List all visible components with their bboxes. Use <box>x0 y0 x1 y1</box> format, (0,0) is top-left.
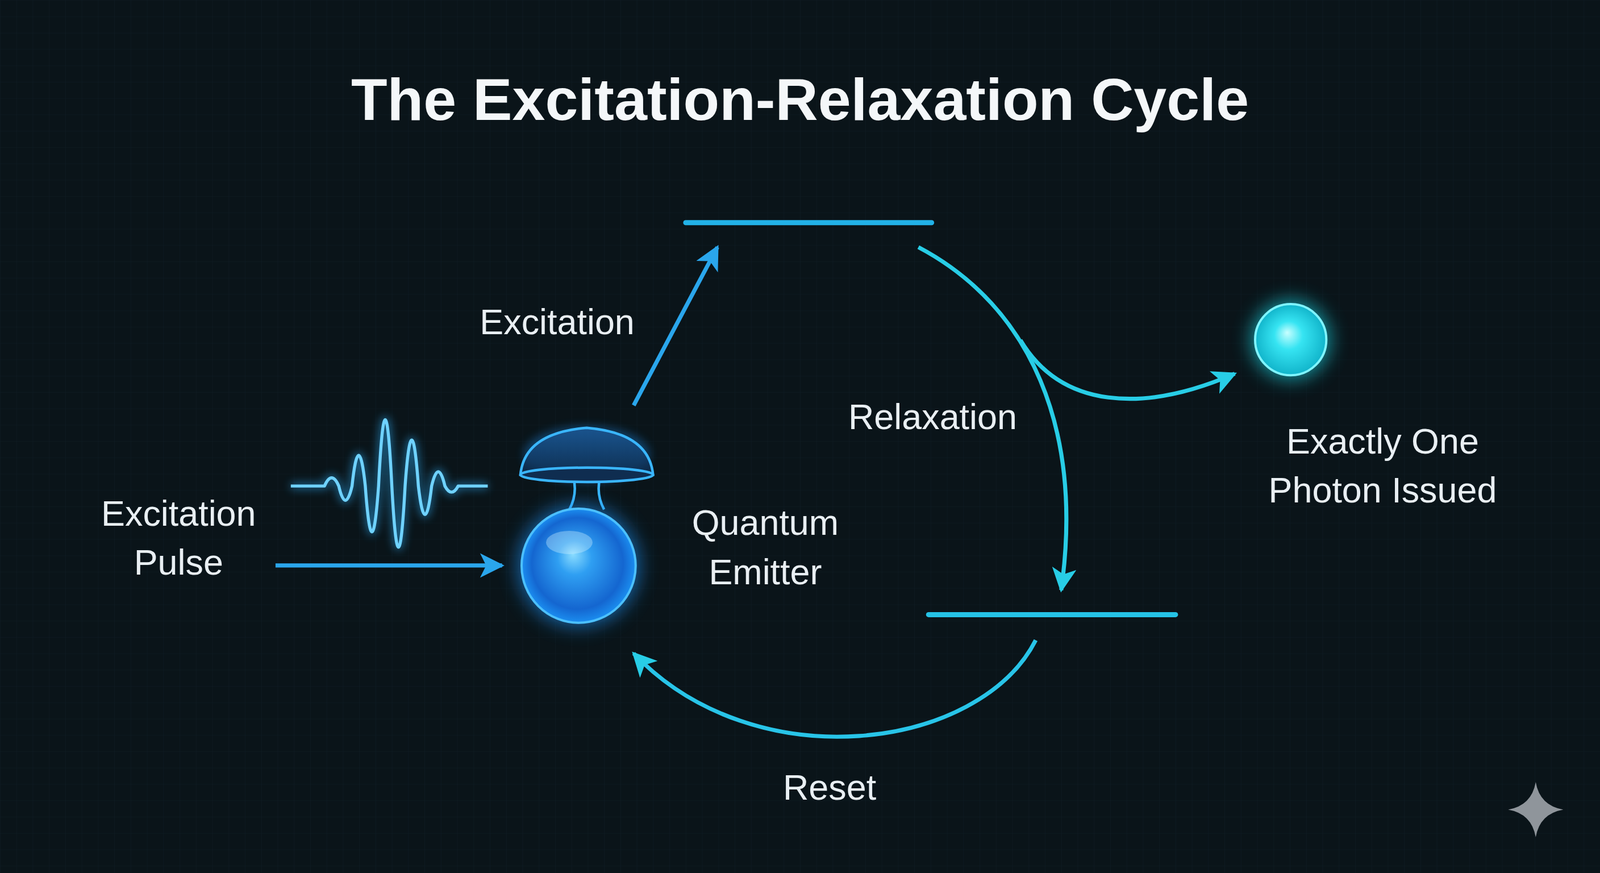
step-label: Relaxation <box>830 392 1035 441</box>
excited-level <box>685 219 932 225</box>
sphere-body <box>521 508 636 623</box>
wave-glow <box>290 419 489 547</box>
ground-level <box>928 611 1176 618</box>
quantum-emitter: Quantum Emitter <box>520 507 637 624</box>
step-label: Reset <box>763 762 896 812</box>
reset-arrow <box>633 639 1036 737</box>
node-label: Quantum Emitter <box>671 497 860 596</box>
cap-rim <box>520 467 653 482</box>
emission-arrow <box>1020 339 1235 399</box>
photon-glow <box>1250 299 1331 380</box>
wave-packet <box>290 419 489 547</box>
step-label: Excitation <box>460 297 654 347</box>
node-label: Exactly One Photon Issued <box>1250 416 1516 515</box>
sphere-shape <box>520 507 637 624</box>
photon-body <box>1255 303 1327 375</box>
watermark-sparkle <box>1507 781 1564 837</box>
pulse-arrow <box>275 563 503 568</box>
pulse-node: Excitation Pulse <box>81 488 276 587</box>
node-label: Excitation Pulse <box>81 488 276 587</box>
sphere-highlight <box>546 530 593 554</box>
photon-node: Exactly One Photon Issued <box>1253 302 1328 377</box>
photon-shape <box>1253 302 1328 377</box>
diagram-title: The Excitation-Relaxation Cycle <box>0 63 1600 137</box>
sphere-glow <box>517 503 641 628</box>
excitation-arrow <box>633 247 718 406</box>
